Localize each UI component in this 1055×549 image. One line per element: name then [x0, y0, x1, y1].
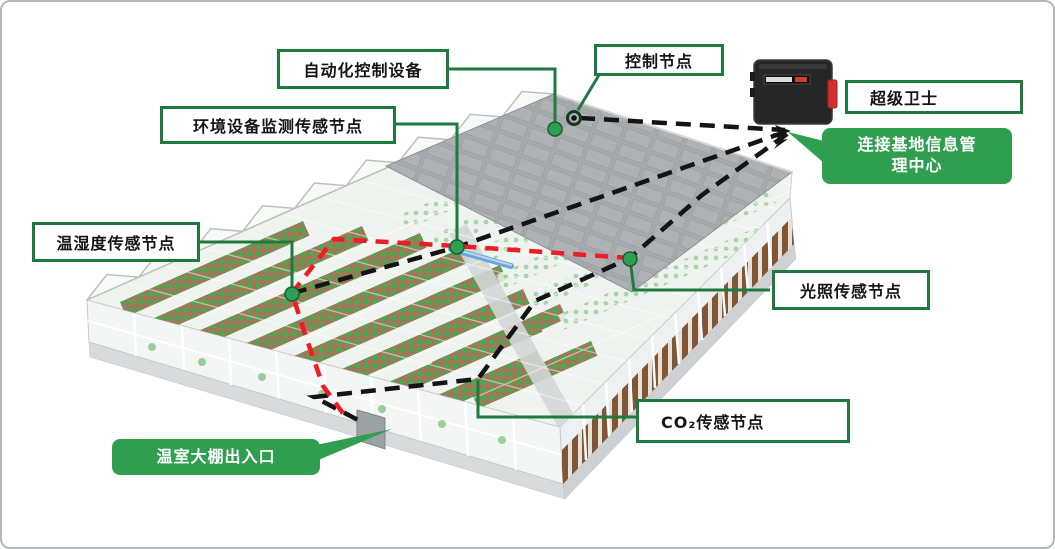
callout-co2-node-label: CO₂传感节点	[661, 413, 765, 432]
callout-light-node-label: 光照传感节点	[799, 282, 902, 301]
bubble-connect-center: 连接基地信息管 理中心	[822, 128, 1012, 184]
bubble-entrance: 温室大棚出入口	[112, 439, 320, 475]
callout-super-guard: 超级卫士	[845, 80, 1023, 114]
red-route	[289, 236, 631, 418]
callout-env-device-node: 环境设备监测传感节点	[160, 106, 396, 144]
callout-light-node: 光照传感节点	[772, 270, 930, 310]
callout-control-node: 控制节点	[594, 44, 724, 76]
shade-roof-panel	[384, 93, 794, 293]
control-node-marker	[566, 110, 582, 126]
sensor-dot-environment	[449, 239, 465, 255]
callout-temp-humidity-node-label: 温湿度传感节点	[56, 234, 176, 253]
connect-center-tail	[788, 132, 824, 163]
entrance-tail	[316, 429, 392, 461]
callout-temp-humidity-node: 温湿度传感节点	[32, 222, 200, 262]
leader-lines	[199, 67, 770, 419]
callout-co2-node: CO₂传感节点	[636, 399, 850, 443]
sensor-dot-temp-humidity	[284, 286, 300, 302]
bubble-entrance-label: 温室大棚出入口	[156, 446, 276, 466]
callout-env-device-node-label: 环境设备监测传感节点	[192, 117, 363, 136]
super-guard-device	[750, 59, 838, 125]
network-links	[292, 115, 789, 422]
callout-super-guard-label: 超级卫士	[870, 89, 939, 108]
link-arrowheads	[772, 125, 791, 149]
sensor-dot-automation	[547, 121, 563, 137]
callout-automation-control-label: 自动化控制设备	[303, 61, 423, 80]
sensor-dots	[284, 110, 638, 302]
bubble-connect-center-line1: 连接基地信息管	[857, 135, 977, 155]
bubble-connect-center-line2: 理中心	[891, 156, 943, 175]
sensor-dot-light	[622, 251, 638, 267]
bubble-connect-center-text: 连接基地信息管 理中心	[857, 135, 976, 177]
callout-automation-control: 自动化控制设备	[277, 49, 449, 89]
callout-control-node-label: 控制节点	[624, 52, 693, 71]
